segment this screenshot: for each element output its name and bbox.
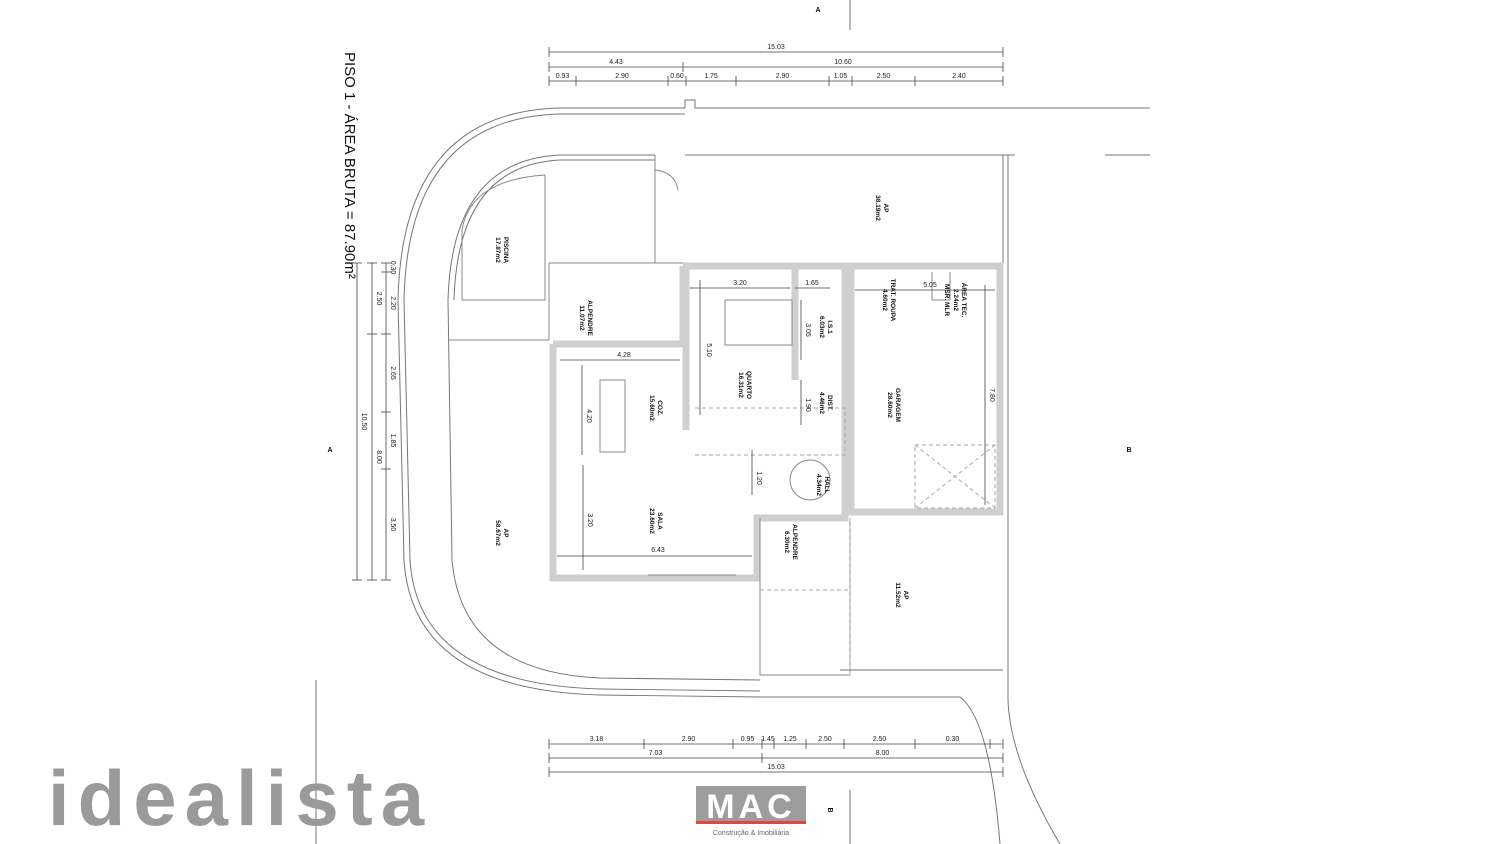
section-marker-b-right: B [1126,447,1131,454]
dimension-label: 2.50 [818,736,832,743]
dimension-label: 2.90 [776,73,790,80]
room-area: 11.07m2 [578,305,585,331]
idealista-watermark: idealista [48,754,432,842]
mac-logo: MAC Construção & Imobiliária [696,786,806,837]
interior-dimension-label: 3.20 [586,513,593,527]
dimension-label: 15.03 [767,764,785,771]
room-area: 38.19m2 [874,195,881,221]
dimension-label: 1.25 [783,736,797,743]
section-marker-a-left: A [327,447,332,454]
room-area: 23.60m2 [648,508,655,534]
section-marker-b-bottom: B [826,807,833,812]
room-label-piscina: PISCINA [502,237,509,264]
walls [548,262,1004,676]
room-label-i-s-1: I.S.1 [826,320,833,334]
dimension-label: 2.50 [375,292,382,306]
room-area: 4.60m2 [881,289,888,311]
room-area: 6.30m2 [783,531,790,553]
room-label-sala: SALA [656,512,663,530]
dimension-label: 7.03 [649,750,663,757]
section-markers: A A B B [327,0,1132,844]
room-area: 4.46m2 [818,392,825,414]
room-label-dist-: DIST. [826,395,833,411]
dimension-label: 0.93 [556,73,570,80]
dimension-label: 2.40 [952,73,966,80]
interior-dimension-label: 4.20 [585,409,592,423]
dimension-label: 0.95 [741,736,755,743]
room-label-quarto: QUARTO [745,371,752,399]
dimension-label: 8.00 [876,750,890,757]
interior-dimension-label: 3.05 [804,323,811,337]
room-label-msr-mlr: MSR. MLR [943,284,950,316]
room-label-hall: HALL [823,476,830,493]
dimension-label: 2.50 [877,73,891,80]
interior-dimension-label: 3.20 [733,280,747,287]
room-area: 11.52m2 [894,582,901,608]
dimension-label: 0.30 [946,736,960,743]
room-area: 58.67m2 [494,520,501,546]
logo-text: MAC [706,788,795,826]
dimension-label: 0.60 [670,73,684,80]
dimension-label: 15.03 [767,44,785,51]
room-label-garagem: GARAGEM [894,388,901,422]
room-label-ap: AP [882,203,889,213]
interior-dimension-label: 1.20 [755,471,762,485]
room-label-trat-roupa: TRAT. ROUPA [889,279,896,322]
interior-dimension-label: 7.80 [988,388,995,402]
dimension-label: 1.45 [761,736,775,743]
section-marker-a-top: A [815,7,820,14]
interior-dimension-label: 1.65 [805,280,819,287]
dimension-label: 2.65 [389,366,396,380]
interior-dimension-label: 1.90 [804,398,811,412]
plan-title: PISO 1 - ÁREA BRUTA = 87.90m² [341,52,358,279]
room-area: 6.03m2 [818,316,825,338]
interior-dimension-label: 6.43 [651,547,665,554]
room-label-alpendre: ALPENDRE [791,524,798,560]
dimension-label: 2.90 [682,736,696,743]
site-boundary [315,99,1150,844]
dimension-label: 4.43 [609,59,623,66]
interior-dimension-label: 5.05 [923,282,937,289]
dimension-lines [352,47,1004,777]
dimension-label: 10.60 [834,59,852,66]
dimension-label: 1.75 [704,73,718,80]
logo-subtitle: Construção & Imobiliária [713,830,789,837]
interior-dimension-label: 5.10 [705,343,712,357]
dimension-label: 1.05 [834,73,848,80]
interior-dimension-label: 4.28 [617,352,631,359]
dimension-label: 0.30 [389,261,396,275]
room-label-ap: AP [902,590,909,600]
dimension-label: 2.90 [615,73,629,80]
dimension-label: 2.20 [389,296,396,310]
dimension-label: 8.00 [375,450,382,464]
room-area: 16.31m2 [737,372,744,398]
room-area: 2.24m2 [952,289,959,311]
room-label-alpendre: ALPENDRE [586,300,593,336]
room-label-coz-: COZ. [656,400,663,416]
room-label-ap: AP [502,528,509,538]
room-area: 17.87m2 [494,237,501,263]
pool [448,155,679,341]
room-label--rea-tec-: ÁREA TEC. [960,283,969,318]
room-area: 4.34m2 [815,474,822,496]
dimension-label: 3.50 [389,518,396,532]
dimension-label: 3.18 [590,736,604,743]
dimension-label: 10.50 [360,413,367,431]
dimension-label: 1.85 [389,434,396,448]
room-area: 15.60m2 [648,395,655,421]
dimension-label: 2.50 [873,736,887,743]
room-area: 28.60m2 [886,392,893,418]
